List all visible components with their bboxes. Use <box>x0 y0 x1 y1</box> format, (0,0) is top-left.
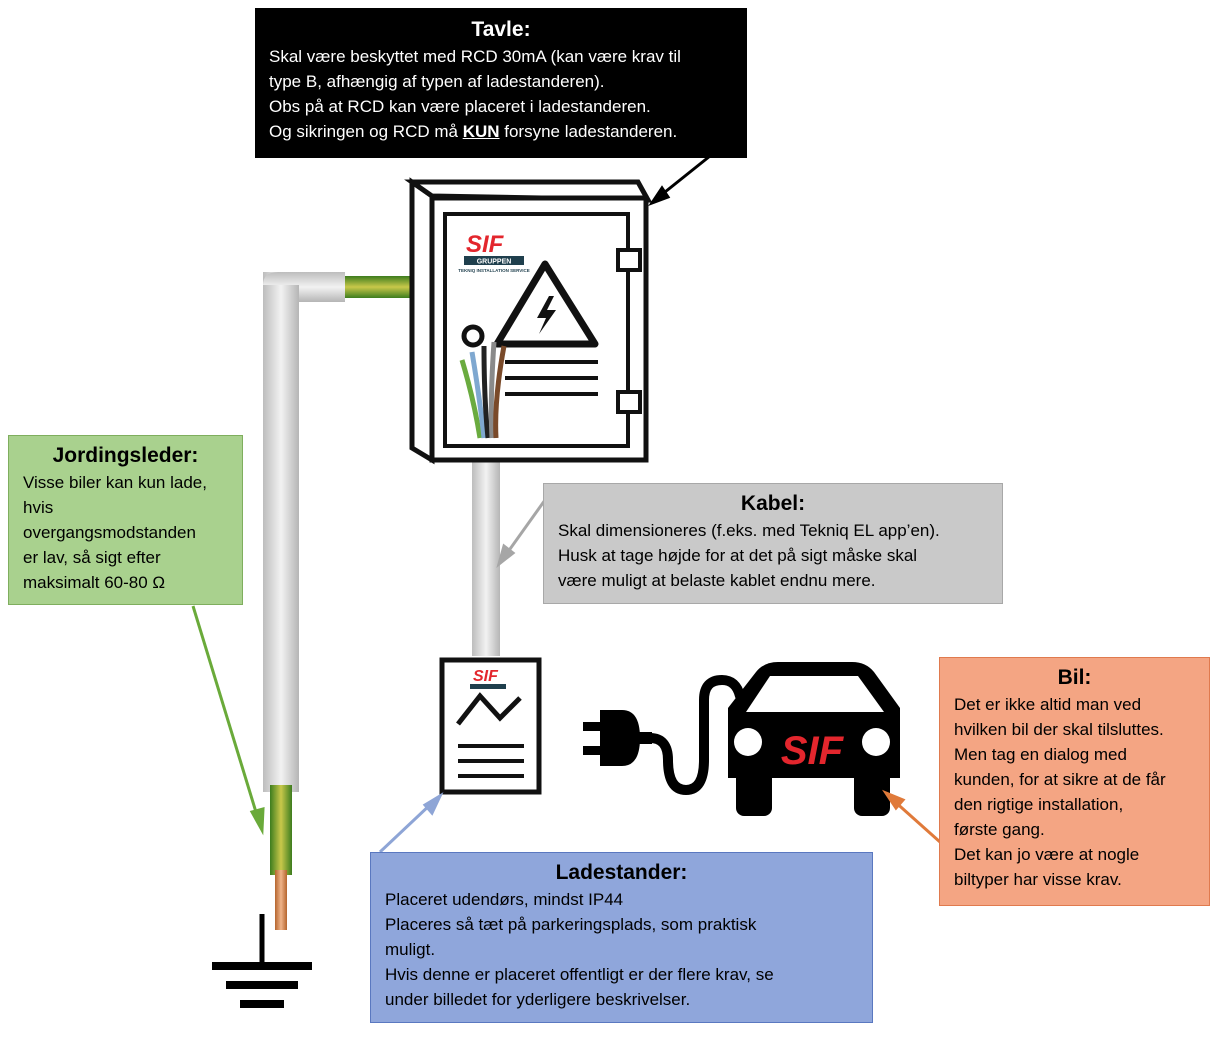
ground-cable <box>263 272 473 930</box>
bil-callout: Bil: Det er ikke altid man ved hvilken b… <box>939 657 1210 906</box>
ladestander-line: under billedet for yderligere beskrivels… <box>385 990 691 1009</box>
svg-text:TEKNIQ INSTALLATION SERVICE: TEKNIQ INSTALLATION SERVICE <box>458 268 530 273</box>
ladestander-line: Placeres så tæt på parkeringsplads, som … <box>385 915 757 934</box>
svg-text:SIF: SIF <box>781 729 845 773</box>
ladestander-line: muligt. <box>385 940 436 959</box>
jordingsleder-line: overgangsmodstanden <box>23 523 196 542</box>
tavle-line-emphasis: KUN <box>462 122 500 141</box>
cable-cores <box>459 341 507 439</box>
ladestander-line: Placeret udendørs, mindst IP44 <box>385 890 624 909</box>
kabel-line: Husk at tage højde for at det på sigt må… <box>558 546 918 565</box>
distribution-board-icon: SIF GRUPPEN TEKNIQ INSTALLATION SERVICE <box>404 177 653 465</box>
ladestander-line: Hvis denne er placeret offentligt er der… <box>385 965 774 984</box>
bil-title: Bil: <box>1057 666 1092 689</box>
jordingsleder-line: maksimalt 60-80 Ω <box>23 573 166 592</box>
kabel-title: Kabel: <box>740 492 806 515</box>
plug-icon <box>583 674 745 796</box>
arrow-kabel <box>496 499 547 569</box>
arrow-lade <box>378 792 444 854</box>
ladestander-title: Ladestander: <box>555 861 688 884</box>
tavle-title: Tavle: <box>471 18 531 41</box>
svg-text:SIF: SIF <box>473 668 499 685</box>
kabel-callout: Kabel: Skal dimensioneres (f.eks. med Te… <box>543 483 1003 604</box>
bil-line: den rigtige installation, <box>954 795 1124 814</box>
tavle-line-pre: Og sikringen og RCD må <box>269 122 463 141</box>
jordingsleder-callout: Jordingsleder: Visse biler kan kun lade,… <box>8 435 243 605</box>
high-voltage-icon <box>493 260 599 348</box>
arrow-jord <box>191 605 265 836</box>
supply-cable <box>472 438 500 656</box>
jordingsleder-title: Jordingsleder: <box>52 444 199 467</box>
tavle-line: Obs på at RCD kan være placeret i ladest… <box>269 97 651 116</box>
arrow-bil <box>882 789 941 844</box>
board-logo: SIF GRUPPEN TEKNIQ INSTALLATION SERVICE <box>458 231 530 273</box>
kabel-line: Skal dimensioneres (f.eks. med Tekniq EL… <box>558 521 940 540</box>
callout-arrows <box>191 154 941 854</box>
charger-icon: SIF <box>439 657 542 795</box>
arrow-tavle <box>648 154 711 207</box>
bil-line: hvilken bil der skal tilsluttes. <box>954 720 1164 739</box>
bil-line: biltyper har visse krav. <box>954 870 1122 889</box>
kabel-line: være muligt at belaste kablet endnu mere… <box>558 571 876 590</box>
jordingsleder-line: er lav, så sigt efter <box>23 548 161 567</box>
tavle-line: type B, afhængig af typen af ladestander… <box>269 72 605 91</box>
tavle-line: Skal være beskyttet med RCD 30mA (kan væ… <box>269 47 681 66</box>
ladestander-callout: Ladestander: Placeret udendørs, mindst I… <box>370 852 873 1023</box>
tavle-line-post: forsyne ladestanderen. <box>499 122 678 141</box>
bil-line: Det er ikke altid man ved <box>954 695 1142 714</box>
car-icon: SIF <box>728 662 900 816</box>
jordingsleder-line: Visse biler kan kun lade, <box>23 473 207 492</box>
jordingsleder-line: hvis <box>23 498 54 517</box>
bil-line: kunden, for at sikre at de får <box>954 770 1166 789</box>
bil-line: første gang. <box>954 820 1045 839</box>
bil-line: Det kan jo være at nogle <box>954 845 1140 864</box>
svg-text:SIF: SIF <box>466 231 505 258</box>
ground-symbol-icon <box>212 914 312 1008</box>
tavle-line: Og sikringen og RCD må KUN forsyne lades… <box>269 119 733 144</box>
tavle-callout: Tavle: Skal være beskyttet med RCD 30mA … <box>255 8 747 158</box>
svg-text:GRUPPEN: GRUPPEN <box>477 259 512 266</box>
bil-line: Men tag en dialog med <box>954 745 1127 764</box>
